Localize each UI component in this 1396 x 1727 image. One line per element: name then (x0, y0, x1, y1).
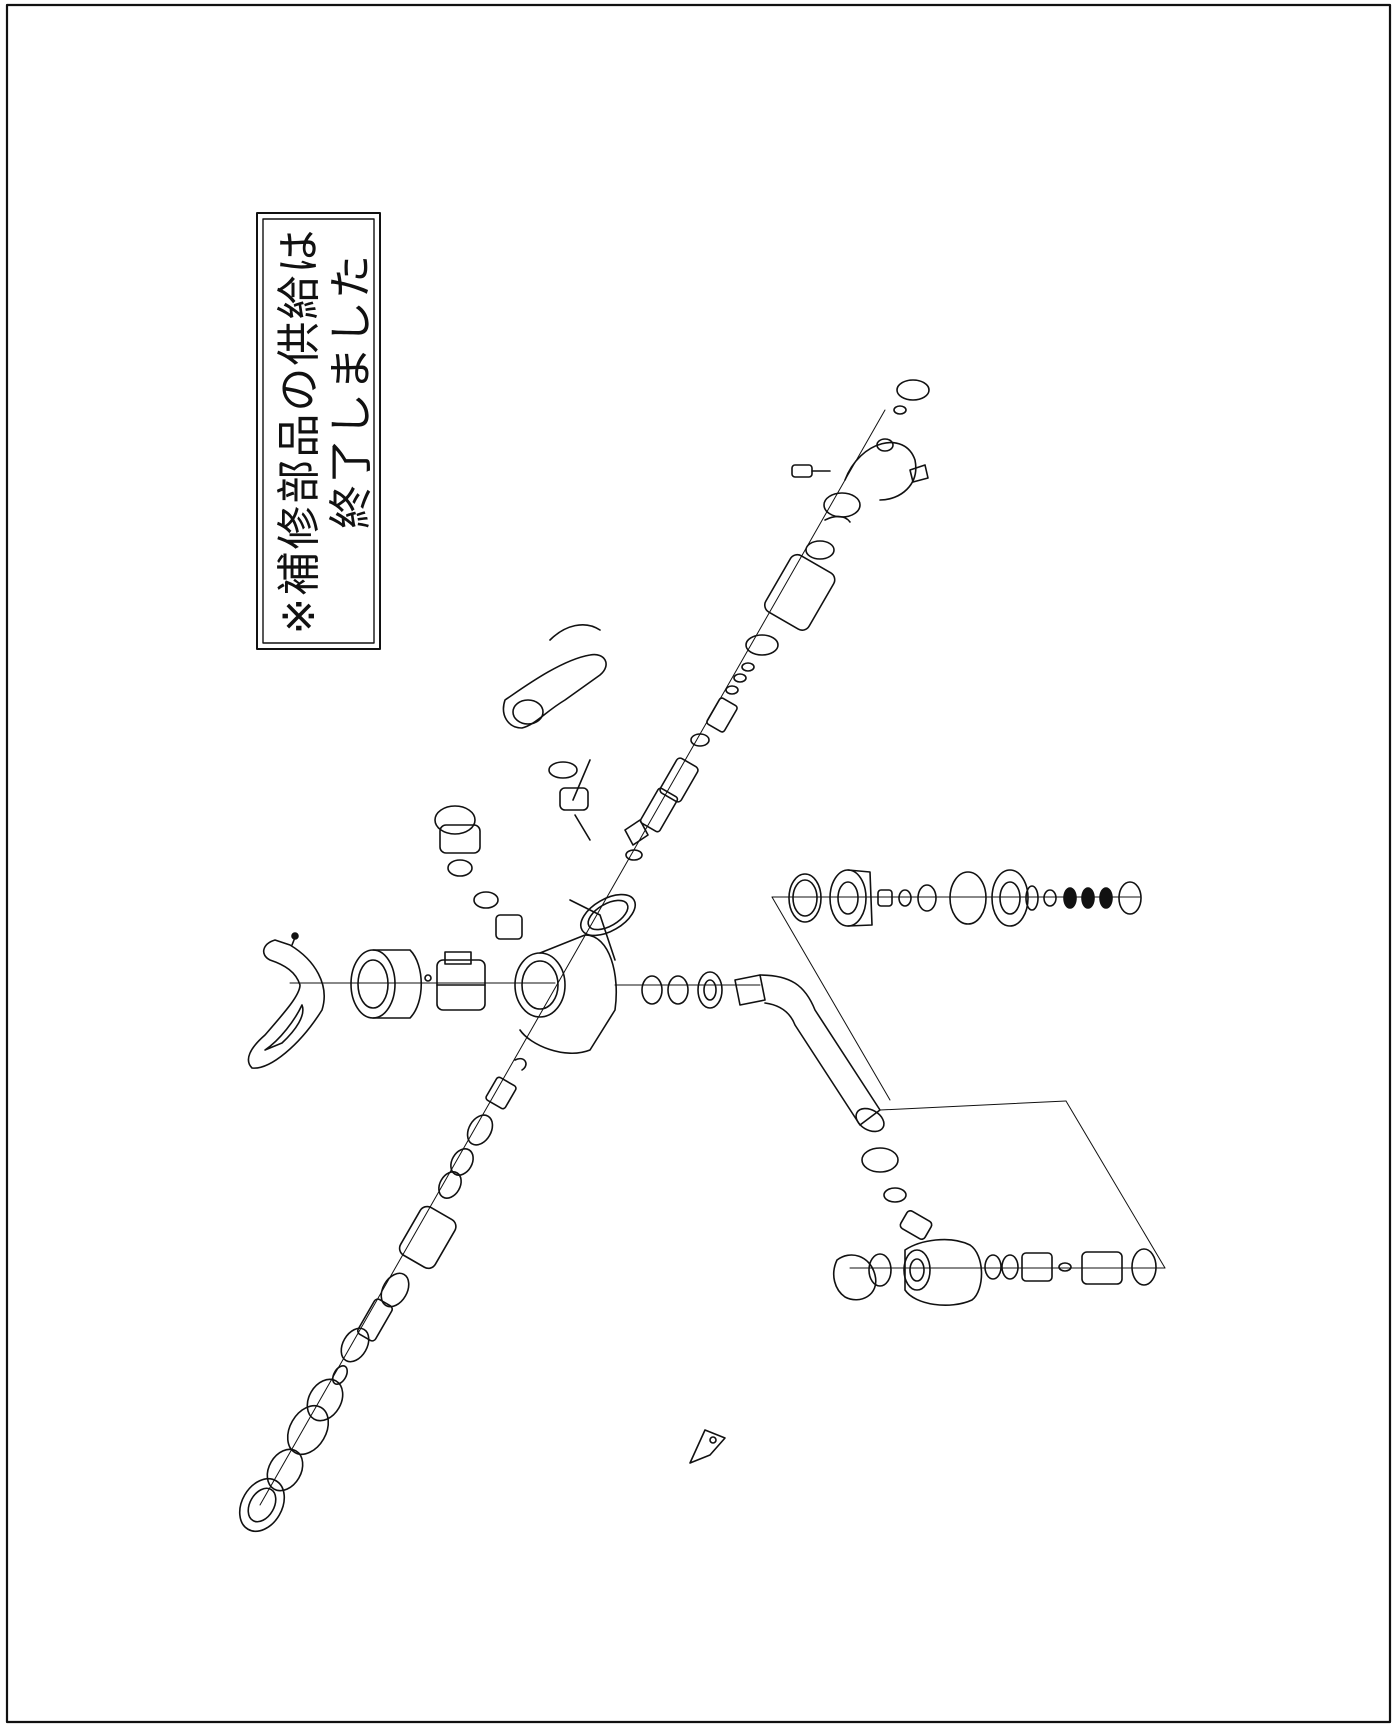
drawing-border (5, 3, 1392, 1724)
lever-handle (247, 932, 325, 1069)
notice-box: ※補修部品の供給は 終了しました (256, 212, 381, 650)
supply-fittings (434, 805, 523, 940)
valve-body (514, 893, 636, 1054)
cartridge (424, 951, 486, 1011)
main-assembly-axis (259, 409, 886, 1506)
shower-head-parts (771, 869, 1166, 1269)
spout-arm (502, 624, 607, 841)
lower-axis-parts (238, 1057, 527, 1533)
upper-axis-parts (624, 379, 930, 861)
hose-elbow (759, 974, 1067, 1240)
notice-line-2: 終了しました (326, 253, 377, 529)
outlet-row-parts (614, 971, 766, 1009)
shower-handle-assembly (833, 1238, 1166, 1306)
hex-key-tool (689, 1429, 726, 1464)
cover-cap (350, 949, 422, 1019)
notice-line-1: ※補修部品の供給は (274, 228, 325, 635)
